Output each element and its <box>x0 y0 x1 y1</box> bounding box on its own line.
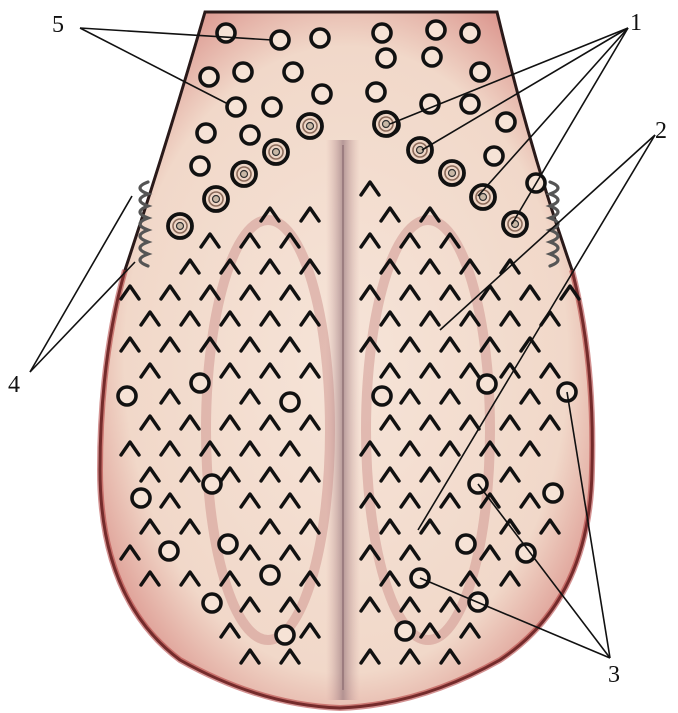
fungiform-papilla <box>485 147 503 165</box>
vallate-papilla <box>471 185 495 209</box>
vallate-papilla <box>408 138 432 162</box>
fungiform-papilla <box>497 113 515 131</box>
fungiform-papilla <box>261 566 279 584</box>
fungiform-papilla <box>219 535 237 553</box>
vallate-papilla <box>374 112 398 136</box>
fungiform-papilla <box>227 98 245 116</box>
fungiform-papilla <box>311 29 329 47</box>
label-5: 5 <box>52 12 64 38</box>
fungiform-papilla <box>263 98 281 116</box>
fungiform-papilla <box>281 393 299 411</box>
fungiform-papilla <box>471 63 489 81</box>
fungiform-papilla <box>367 83 385 101</box>
fungiform-papilla <box>423 48 441 66</box>
vallate-papilla <box>298 114 322 138</box>
fungiform-papilla <box>191 374 209 392</box>
fungiform-papilla <box>203 475 221 493</box>
vallate-papilla <box>503 212 527 236</box>
fungiform-papilla <box>313 85 331 103</box>
fungiform-papilla <box>461 95 479 113</box>
fungiform-papilla <box>427 21 445 39</box>
fungiform-papilla <box>203 594 221 612</box>
fungiform-papilla <box>544 484 562 502</box>
label-1: 1 <box>630 10 642 36</box>
fungiform-papilla <box>118 387 136 405</box>
fungiform-papilla <box>191 157 209 175</box>
fungiform-papilla <box>284 63 302 81</box>
fungiform-papilla <box>276 626 294 644</box>
leader-1c <box>512 28 628 224</box>
vallate-papilla <box>264 140 288 164</box>
label-4: 4 <box>8 372 20 398</box>
fungiform-papilla <box>457 535 475 553</box>
fungiform-papilla <box>234 63 252 81</box>
fungiform-papilla <box>373 24 391 42</box>
vallate-papilla <box>204 187 228 211</box>
fungiform-papilla <box>132 489 150 507</box>
fungiform-papilla <box>461 24 479 42</box>
fungiform-papilla <box>271 31 289 49</box>
vallate-papilla <box>440 161 464 185</box>
fungiform-papilla <box>373 387 391 405</box>
fungiform-papilla <box>200 68 218 86</box>
fungiform-papilla <box>377 49 395 67</box>
vallate-papilla <box>168 214 192 238</box>
fungiform-papilla <box>478 375 496 393</box>
fungiform-papilla <box>217 24 235 42</box>
fungiform-papilla <box>241 126 259 144</box>
vallate-papilla <box>232 162 256 186</box>
tongue-body <box>100 12 592 708</box>
fungiform-papilla <box>197 124 215 142</box>
fungiform-papilla <box>160 542 178 560</box>
label-2: 2 <box>655 118 667 144</box>
label-3: 3 <box>608 662 620 688</box>
fungiform-papilla <box>396 622 414 640</box>
